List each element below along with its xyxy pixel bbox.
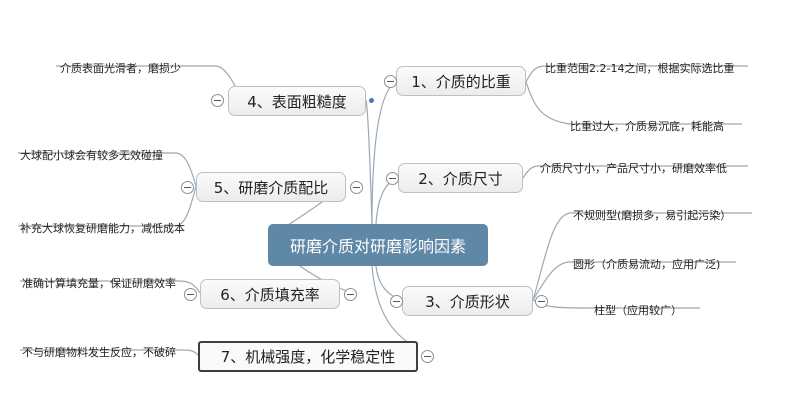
leaf-1-1[interactable]: 比重范围2.2-14之间，根据实际选比重	[545, 62, 735, 75]
leaf-5-1[interactable]: 大球配小球会有较多无效碰撞	[20, 149, 163, 162]
collapse-toggle-branch-6[interactable]	[344, 288, 357, 301]
central-topic[interactable]: 研磨介质对研磨影响因素	[268, 224, 488, 266]
leaf-7-1[interactable]: 不与研磨物料发生反应，不破碎	[22, 346, 176, 359]
collapse-toggle-branch-3-right[interactable]	[535, 295, 548, 308]
branch-7-topic[interactable]: 7、机械强度，化学稳定性	[198, 341, 418, 372]
leaf-2-1[interactable]: 介质尺寸小，产品尺寸小，研磨效率低	[540, 162, 727, 175]
collapse-toggle-branch-5[interactable]	[350, 181, 363, 194]
branch-5-topic[interactable]: 5、研磨介质配比	[196, 172, 346, 202]
branch-2-topic[interactable]: 2、介质尺寸	[398, 163, 523, 193]
collapse-toggle-branch-1[interactable]	[384, 75, 397, 88]
leaf-3-3[interactable]: 柱型（应用较广）	[594, 304, 682, 317]
connection-dot	[369, 98, 374, 103]
branch-3-topic[interactable]: 3、介质形状	[402, 286, 533, 316]
collapse-toggle-branch-7[interactable]	[421, 350, 434, 363]
leaf-4-1[interactable]: 介质表面光滑者，磨损少	[60, 62, 181, 75]
collapse-toggle-branch-4[interactable]	[211, 94, 224, 107]
leaf-3-2[interactable]: 圆形（介质易流动，应用广泛)	[573, 258, 721, 271]
leaf-3-1[interactable]: 不规则型(磨损多，易引起污染）	[573, 209, 732, 222]
collapse-toggle-branch-2[interactable]	[386, 172, 399, 185]
branch-4-topic[interactable]: 4、表面粗糙度	[228, 86, 366, 116]
collapse-toggle-branch-6-left[interactable]	[184, 288, 197, 301]
branch-1-topic[interactable]: 1、介质的比重	[396, 66, 526, 96]
collapse-toggle-branch-5-left[interactable]	[181, 181, 194, 194]
branch-6-topic[interactable]: 6、介质填充率	[200, 279, 340, 309]
leaf-5-2[interactable]: 补充大球恢复研磨能力，减低成本	[20, 222, 185, 235]
leaf-6-1[interactable]: 准确计算填充量，保证研磨效率	[22, 277, 176, 290]
collapse-toggle-branch-3[interactable]	[390, 295, 403, 308]
leaf-1-2[interactable]: 比重过大，介质易沉底，耗能高	[570, 120, 724, 133]
